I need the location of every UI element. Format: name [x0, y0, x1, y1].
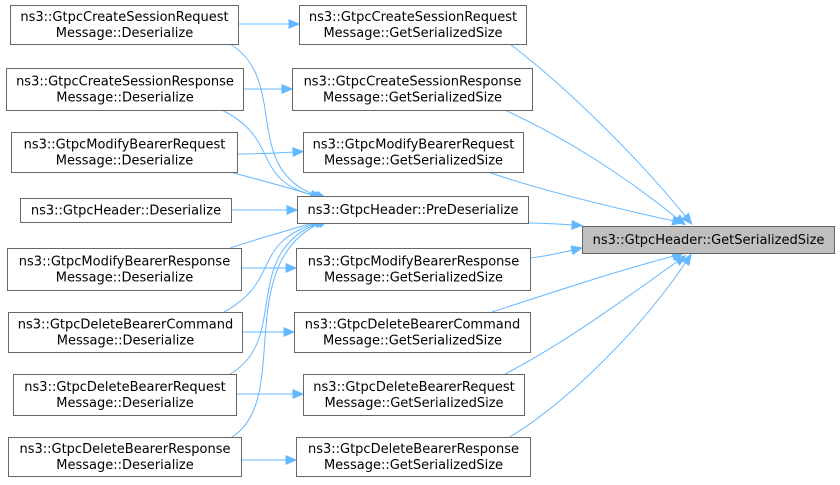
edge-mbres_gs-to-root	[529, 249, 574, 259]
node-label-line: Message::GetSerializedSize	[324, 271, 503, 286]
node-dbres-gs[interactable]: ns3::GtpcDeleteBearerResponseMessage::Ge…	[296, 437, 531, 477]
node-label-line: Message::GetSerializedSize	[324, 154, 503, 169]
edge-dbcmd_gs-to-root	[491, 255, 675, 313]
node-box	[11, 132, 238, 173]
node-prede[interactable]: ns3::GtpcHeader::PreDeserialize	[297, 196, 529, 224]
node-csreq-de[interactable]: ns3::GtpcCreateSessionRequestMessage::De…	[10, 5, 239, 45]
node-dbcmd-de[interactable]: ns3::GtpcDeleteBearerCommandMessage::Des…	[8, 312, 243, 353]
node-label-line: ns3::GtpcHeader::PreDeserialize	[308, 203, 519, 218]
node-label-line: ns3::GtpcCreateSessionRequest	[309, 10, 517, 25]
node-label-line: Message::Deserialize	[56, 271, 193, 286]
node-label-line: ns3::GtpcHeader::GetSerializedSize	[593, 233, 825, 248]
node-label-line: ns3::GtpcCreateSessionRequest	[20, 10, 228, 25]
arrowhead-dbcmd_de-to-dbcmd_gs	[283, 327, 296, 337]
node-root[interactable]: ns3::GtpcHeader::GetSerializedSize	[582, 226, 835, 254]
node-box	[8, 437, 242, 477]
arrowhead-prede-to-root	[571, 219, 584, 230]
node-label-line: Message::Deserialize	[56, 91, 193, 106]
node-label-line: ns3::GtpcModifyBearerRequest	[24, 138, 226, 153]
node-box	[20, 198, 232, 223]
edge-dbreq_gs-to-root	[504, 260, 679, 375]
node-label-line: ns3::GtpcDeleteBearerResponse	[19, 442, 230, 457]
node-label-line: Message::Deserialize	[57, 334, 194, 349]
node-box	[7, 248, 242, 291]
node-label-line: Message::GetSerializedSize	[324, 458, 503, 473]
node-dbreq-gs[interactable]: ns3::GtpcDeleteBearerRequestMessage::Get…	[303, 374, 525, 416]
nodes-layer: ns3::GtpcHeader::GetSerializedSizens3::G…	[6, 5, 835, 477]
edge-dbres_gs-to-root	[509, 261, 687, 438]
node-label-line: ns3::GtpcDeleteBearerRequest	[24, 380, 225, 395]
node-label-line: Message::GetSerializedSize	[323, 334, 502, 349]
arrowhead-mbres_de-to-mbres_gs	[285, 263, 298, 273]
node-label-line: Message::Deserialize	[56, 26, 193, 41]
node-box	[13, 374, 237, 416]
arrowhead-dbres_gs-to-root	[681, 253, 692, 267]
arrowhead-mbres_gs-to-root	[570, 245, 584, 256]
node-label-line: ns3::GtpcDeleteBearerCommand	[18, 318, 233, 333]
node-label-line: Message::GetSerializedSize	[323, 91, 502, 106]
arrowhead-mbreq_gs-to-root	[671, 215, 685, 226]
node-box	[10, 5, 239, 45]
node-label-line: ns3::GtpcModifyBearerResponse	[19, 255, 230, 270]
node-label-line: ns3::GtpcDeleteBearerResponse	[308, 442, 519, 457]
node-mbres-gs[interactable]: ns3::GtpcModifyBearerResponseMessage::Ge…	[296, 248, 531, 291]
arrowhead-dbres_de-to-dbres_gs	[285, 455, 298, 465]
node-label-line: Message::Deserialize	[56, 396, 193, 411]
node-label-line: ns3::GtpcCreateSessionResponse	[16, 75, 234, 90]
node-box	[582, 226, 835, 254]
node-box	[6, 68, 244, 111]
node-box	[296, 248, 531, 291]
node-mbres-de[interactable]: ns3::GtpcModifyBearerResponseMessage::De…	[7, 248, 242, 291]
node-label-line: Message::GetSerializedSize	[323, 26, 502, 41]
node-label-line: Message::Deserialize	[56, 154, 193, 169]
node-mbreq-gs[interactable]: ns3::GtpcModifyBearerRequestMessage::Get…	[303, 132, 524, 173]
node-box	[296, 437, 531, 477]
node-box	[303, 132, 524, 173]
node-label-line: Message::GetSerializedSize	[324, 396, 503, 411]
edge-dbres_de-to-prede	[231, 222, 321, 438]
edge-csreq_de-to-prede	[229, 43, 319, 197]
node-label-line: ns3::GtpcDeleteBearerCommand	[305, 318, 520, 333]
node-label-line: ns3::GtpcModifyBearerRequest	[313, 138, 515, 153]
node-dbcmd-gs[interactable]: ns3::GtpcDeleteBearerCommandMessage::Get…	[294, 312, 531, 353]
edge-mbres_de-to-prede	[229, 222, 313, 249]
arrowhead-csres_de-to-csres_gs	[281, 84, 294, 94]
node-dbreq-de[interactable]: ns3::GtpcDeleteBearerRequestMessage::Des…	[13, 374, 237, 416]
edge-csreq_gs-to-root	[509, 43, 687, 218]
node-hdr-de[interactable]: ns3::GtpcHeader::Deserialize	[20, 198, 232, 223]
node-label-line: ns3::GtpcModifyBearerResponse	[308, 255, 519, 270]
arrowhead-dbreq_de-to-dbreq_gs	[292, 389, 305, 399]
arrowhead-csreq_gs-to-root	[681, 212, 693, 226]
node-label-line: ns3::GtpcDeleteBearerRequest	[313, 380, 514, 395]
node-box	[299, 5, 527, 45]
node-label-line: ns3::GtpcCreateSessionResponse	[304, 75, 522, 90]
node-csreq-gs[interactable]: ns3::GtpcCreateSessionRequestMessage::Ge…	[299, 5, 527, 45]
node-box	[297, 196, 529, 224]
node-csres-de[interactable]: ns3::GtpcCreateSessionResponseMessage::D…	[6, 68, 244, 111]
edge-mbreq_de-to-prede	[229, 171, 313, 196]
node-dbres-de[interactable]: ns3::GtpcDeleteBearerResponseMessage::De…	[8, 437, 242, 477]
node-box	[303, 374, 525, 416]
edge-dbcmd_de-to-prede	[223, 222, 317, 313]
edge-mbreq_gs-to-root	[487, 171, 675, 222]
node-box	[8, 312, 243, 353]
node-csres-gs[interactable]: ns3::GtpcCreateSessionResponseMessage::G…	[292, 68, 533, 111]
arrowhead-mbreq_de-to-mbreq_gs	[292, 147, 305, 158]
node-mbreq-de[interactable]: ns3::GtpcModifyBearerRequestMessage::Des…	[11, 132, 238, 173]
node-label-line: ns3::GtpcHeader::Deserialize	[31, 204, 221, 219]
edge-csres_gs-to-root	[504, 109, 679, 220]
node-box	[294, 312, 531, 353]
edge-prede-to-root	[527, 222, 574, 226]
edge-csres_de-to-prede	[221, 109, 317, 197]
node-box	[292, 68, 533, 111]
edge-mbreq_de-to-mbreq_gs	[236, 151, 295, 155]
arrowhead-csreq_de-to-csreq_gs	[288, 19, 301, 29]
node-label-line: Message::Deserialize	[56, 458, 193, 473]
arrowhead-hdr_de-to-prede	[286, 205, 299, 215]
edge-dbreq_de-to-prede	[229, 222, 319, 375]
